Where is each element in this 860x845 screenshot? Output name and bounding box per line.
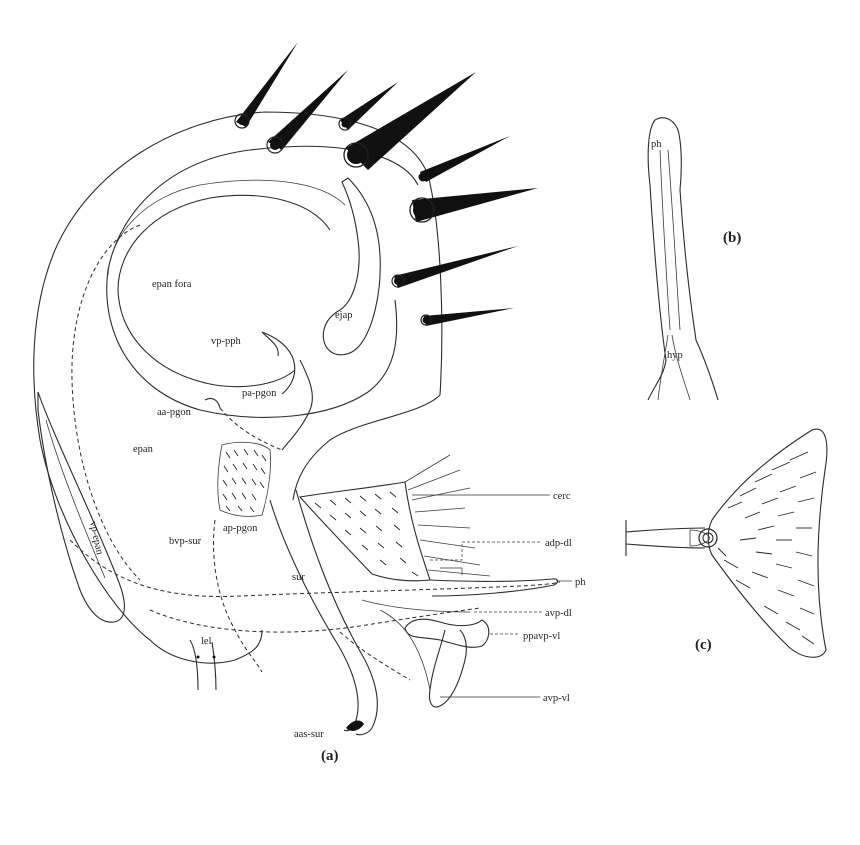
label-avp-vl: avp-vl	[543, 693, 570, 704]
ap-pgon-texture	[222, 448, 267, 513]
label-sur: sur	[292, 572, 305, 583]
label-ap-pgon: ap-pgon	[223, 523, 258, 534]
label-cerc: cerc	[553, 491, 571, 502]
cercus-texture	[314, 491, 419, 577]
label-ph-b: ph	[651, 139, 662, 150]
panel-c-drawing	[625, 428, 828, 658]
macrochaetae	[234, 42, 538, 326]
label-adp-dl: adp-dl	[545, 538, 572, 549]
label-epan: epan	[133, 444, 154, 455]
cercal-setae	[404, 454, 491, 577]
label-ph-a: ph	[575, 577, 586, 588]
label-epan-fora: epan fora	[152, 279, 192, 290]
panel-c-setulae	[717, 451, 817, 645]
label-pa-pgon: pa-pgon	[242, 388, 277, 399]
panel-label-a: (a)	[321, 748, 339, 764]
label-avp-dl: avp-dl	[545, 608, 572, 619]
label-ppavp-vl: ppavp-vl	[523, 631, 560, 642]
label-vp-pph: vp-pph	[211, 336, 241, 347]
label-hyp: hyp	[667, 350, 683, 361]
panel-b-drawing	[647, 117, 719, 401]
label-aa-pgon: aa-pgon	[157, 407, 192, 418]
label-vp-epan: vp-epan	[87, 520, 105, 556]
leader-lines	[412, 494, 572, 698]
panel-label-c: (c)	[695, 637, 712, 653]
label-aas-sur: aas-sur	[294, 729, 324, 740]
label-ejap: ejap	[335, 310, 353, 321]
panel-label-b: (b)	[723, 230, 741, 246]
label-bvp-sur: bvp-sur	[169, 536, 202, 547]
label-lel: lel	[201, 636, 212, 647]
panel-a-drawing	[33, 111, 561, 736]
